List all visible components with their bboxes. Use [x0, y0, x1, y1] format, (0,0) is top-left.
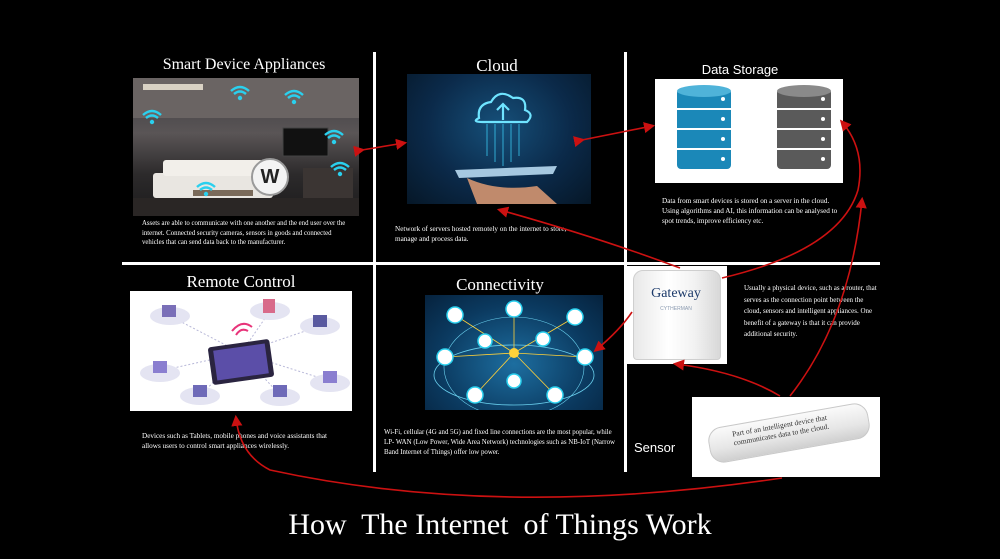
arrow-cloud-storage: [573, 122, 656, 148]
connectivity-title: Connectivity: [456, 275, 544, 294]
data-storage-description: Data from smart devices is stored on a s…: [662, 197, 838, 225]
arrow-sensor-remote: [231, 414, 783, 498]
cloud-description: Network of servers hosted remotely on th…: [395, 225, 567, 243]
arrow-gateway-connectivity: [593, 311, 633, 353]
sensor-device-image: Part of an intelligent device that commu…: [692, 397, 880, 477]
database-icon-blue: [677, 85, 731, 169]
divider-horizontal: [122, 262, 880, 265]
database-image: [655, 79, 843, 183]
connectivity-image: [425, 295, 603, 410]
arrow-sensor-storage: [789, 196, 867, 397]
page-title: How The Internet of Things Work: [288, 508, 712, 541]
wifi-icon: [330, 161, 350, 177]
remote-control-image: [130, 291, 352, 411]
gateway-device-image: Gateway CYTHERMAN: [627, 266, 727, 364]
data-storage-title: Data Storage: [701, 62, 779, 77]
arrow-smart-devices-cloud: [353, 138, 408, 157]
cloud-image: [407, 74, 591, 204]
wifi-icon: [284, 89, 304, 105]
database-icon-gray: [777, 85, 831, 169]
cloud-title: Cloud: [476, 56, 518, 75]
wifi-icon: [142, 109, 162, 125]
gateway-brand: CYTHERMAN: [660, 306, 692, 312]
smart-home-image: W: [133, 78, 359, 216]
smart-devices-title: Smart Device Appliances: [162, 56, 326, 73]
sensor-title: Sensor: [634, 440, 676, 455]
arrow-sensor-gateway: [672, 359, 781, 397]
connectivity-description: Wi-Fi, cellular (4G and 5G) and fixed li…: [384, 429, 615, 456]
smart-hub-badge: W: [251, 158, 289, 196]
gateway-description: Usually a physical device, such as a rou…: [744, 284, 877, 339]
wifi-icon: [230, 85, 250, 101]
arrow-gateway-storage: [721, 119, 861, 279]
smart-devices-description: Assets are able to communicate with one …: [142, 220, 346, 247]
remote-control-title: Remote Control: [186, 272, 296, 291]
remote-control-description: Devices such as Tablets, mobile phones a…: [142, 432, 327, 450]
arrow-gateway-cloud: [496, 206, 681, 269]
gateway-label: Gateway: [651, 286, 701, 301]
wifi-icon: [196, 181, 216, 197]
wifi-icon: [324, 129, 344, 145]
